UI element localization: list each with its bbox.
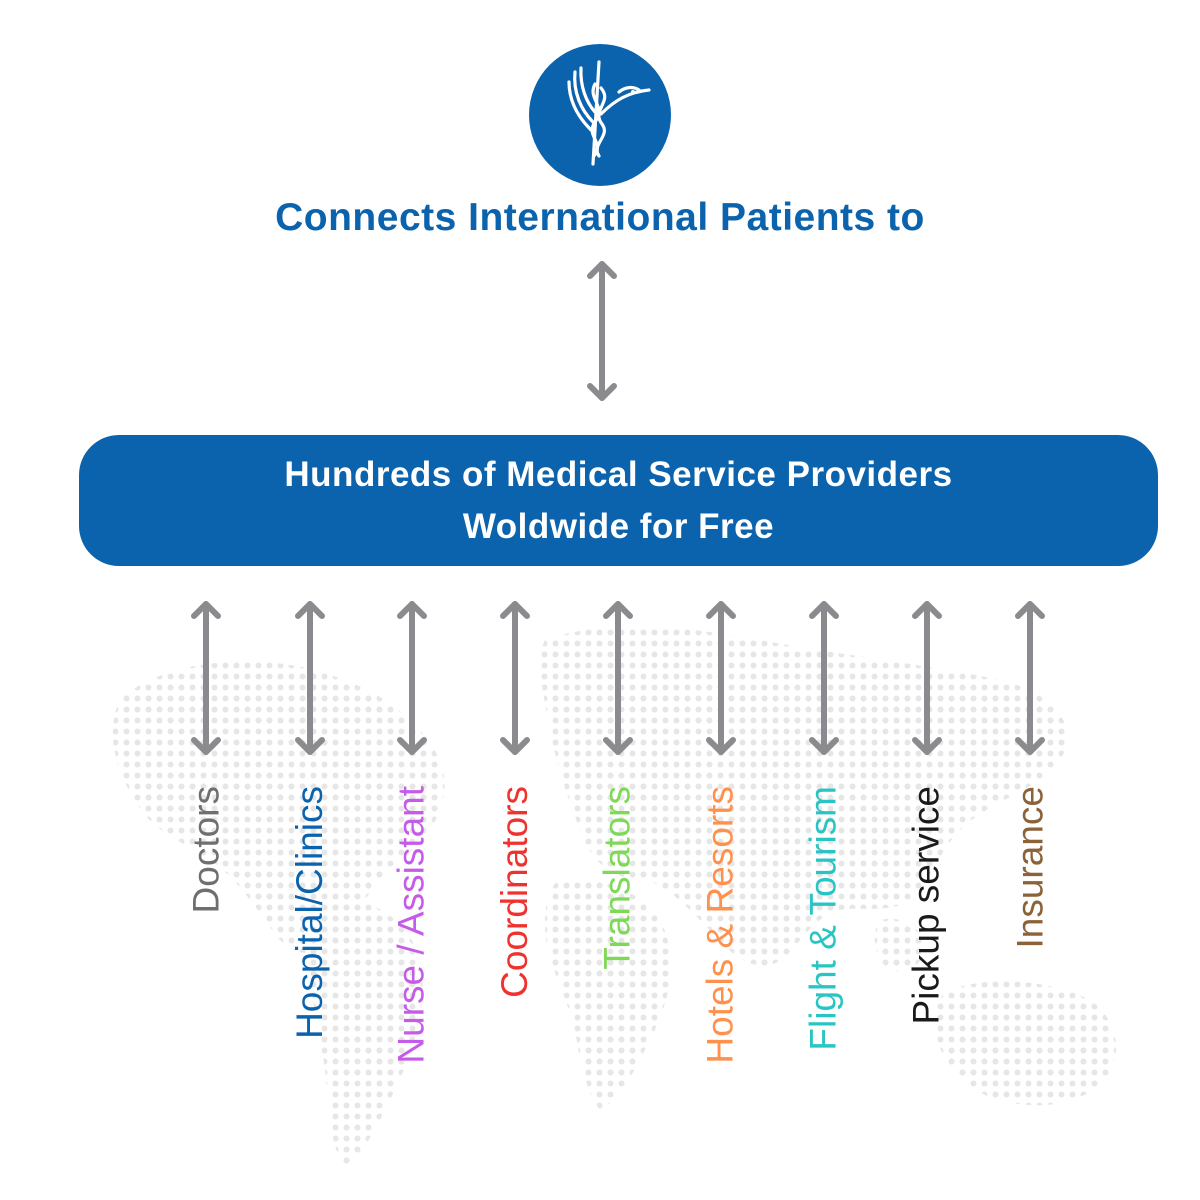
category-label-box: Flight & Tourism — [799, 786, 849, 1126]
category-double-arrow — [912, 601, 942, 755]
category-label: Translators — [597, 786, 638, 970]
category-double-arrow — [603, 601, 633, 755]
category-label-box: Insurance — [1005, 786, 1055, 1126]
top-double-arrow — [587, 261, 617, 401]
category-double-arrow — [500, 601, 530, 755]
category-label: Doctors — [185, 786, 226, 914]
category-double-arrow — [191, 601, 221, 755]
category-label-box: Doctors — [181, 786, 231, 1126]
headline: Connects International Patients to — [275, 196, 925, 239]
banner-line-1: Hundreds of Medical Service Providers — [284, 454, 953, 494]
category-label-box: Nurse / Assistant — [387, 786, 437, 1126]
category-label: Nurse / Assistant — [391, 786, 432, 1064]
category-label-box: Coordinators — [490, 786, 540, 1126]
category-label: Insurance — [1009, 786, 1050, 949]
category-double-arrow — [1015, 601, 1045, 755]
category-double-arrow — [706, 601, 736, 755]
category-double-arrow — [809, 601, 839, 755]
category-label-box: Translators — [593, 786, 643, 1126]
category-label-box: Hospital/Clinics — [285, 786, 335, 1126]
category-double-arrow — [295, 601, 325, 755]
category-label-box: Hotels & Resorts — [696, 786, 746, 1126]
banner-line-2: Woldwide for Free — [462, 506, 775, 546]
category-label: Hotels & Resorts — [700, 786, 741, 1064]
providers-banner: Hundreds of Medical Service Providers Wo… — [79, 435, 1158, 566]
category-label: Pickup service — [906, 786, 947, 1025]
category-label: Coordinators — [494, 786, 535, 998]
logo — [529, 44, 671, 186]
category-label: Hospital/Clinics — [289, 786, 330, 1039]
category-label: Flight & Tourism — [803, 786, 844, 1051]
hummingbird-caduceus-icon — [567, 60, 651, 166]
category-double-arrow — [397, 601, 427, 755]
category-label-box: Pickup service — [902, 786, 952, 1126]
